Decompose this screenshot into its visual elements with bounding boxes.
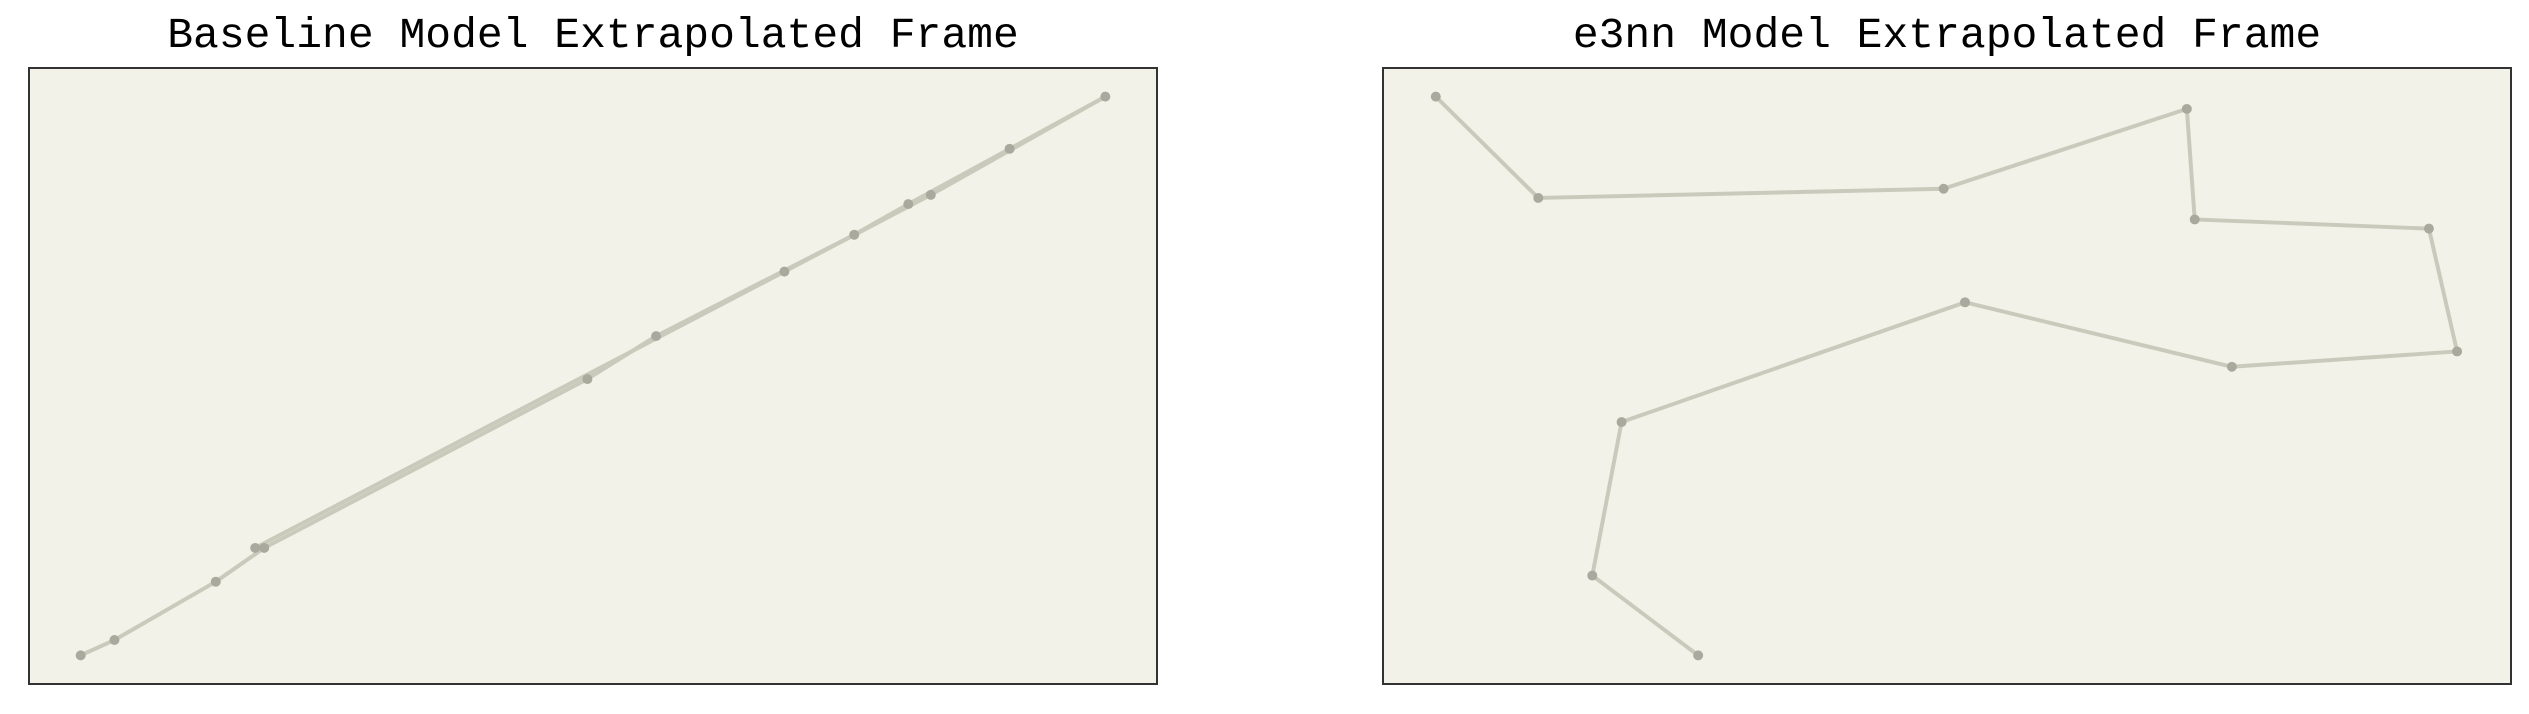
baseline-line-segment-1 [78, 638, 117, 658]
baseline-data-point-6 [651, 331, 662, 342]
e3nn-line-segment-1 [1433, 94, 1541, 200]
e3nn-data-point-7 [2452, 346, 2463, 357]
baseline-plot-area [28, 67, 1158, 685]
baseline-chart-panel: Baseline Model Extrapolated Frame [0, 0, 1264, 714]
e3nn-line-segment-11 [1590, 573, 1701, 658]
baseline-line-segment-10 [928, 94, 1108, 197]
e3nn-data-point-11 [1587, 570, 1598, 581]
e3nn-line-segment-2 [1536, 186, 1946, 200]
e3nn-plot-background [1384, 69, 2510, 683]
e3nn-line-segment-8 [1963, 300, 2234, 369]
e3nn-line-segment-10 [1590, 420, 1624, 578]
e3nn-data-point-10 [1616, 417, 1627, 428]
baseline-data-point-3 [210, 576, 221, 587]
e3nn-line-segment-9 [1619, 300, 1968, 425]
e3nn-data-point-12 [1693, 650, 1704, 661]
e3nn-chart-panel: e3nn Model Extrapolated Frame [1264, 0, 2529, 714]
baseline-data-point-13 [250, 542, 261, 553]
baseline-line-segment-12 [253, 269, 787, 550]
e3nn-line-segment-5 [2192, 217, 2431, 231]
baseline-data-point-4 [259, 542, 270, 553]
baseline-data-point-1 [75, 650, 86, 661]
e3nn-data-point-5 [2189, 214, 2200, 225]
e3nn-data-point-8 [2226, 361, 2237, 372]
e3nn-data-point-9 [1960, 297, 1970, 308]
baseline-line-segment-4 [262, 377, 590, 550]
e3nn-plot-svg [1384, 69, 2510, 683]
baseline-data-point-12 [779, 266, 790, 277]
baseline-data-point-8 [903, 199, 914, 210]
e3nn-line-segment-3 [1941, 106, 2189, 191]
baseline-data-point-2 [109, 635, 120, 645]
baseline-line-segment-2 [112, 579, 218, 643]
e3nn-data-point-3 [1938, 183, 1949, 194]
e3nn-line-segment-7 [2229, 349, 2460, 369]
e3nn-data-point-1 [1430, 91, 1441, 102]
baseline-chart-title: Baseline Model Extrapolated Frame [167, 11, 1019, 60]
e3nn-chart-title: e3nn Model Extrapolated Frame [1572, 11, 2322, 60]
e3nn-plot-area [1382, 67, 2512, 685]
baseline-data-point-11 [925, 189, 936, 200]
e3nn-line-segment-4 [2184, 106, 2197, 222]
baseline-data-point-10 [1100, 91, 1111, 102]
e3nn-data-point-4 [2181, 103, 2192, 114]
e3nn-data-point-6 [2423, 223, 2434, 234]
e3nn-line-segment-6 [2426, 226, 2460, 354]
e3nn-data-point-2 [1533, 192, 1544, 203]
baseline-plot-svg [30, 69, 1156, 683]
baseline-data-point-9 [1004, 143, 1015, 154]
baseline-data-point-5 [582, 374, 593, 385]
baseline-data-point-7 [849, 229, 860, 240]
baseline-line-segment-3 [213, 545, 267, 584]
